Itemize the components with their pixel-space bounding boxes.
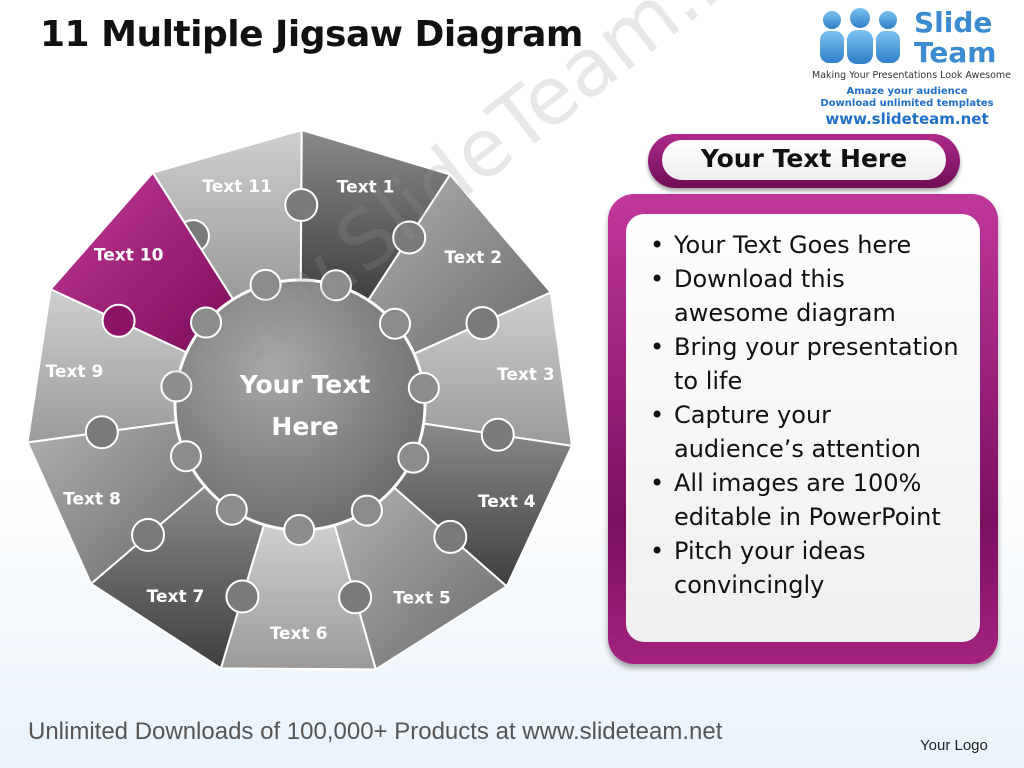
center-knob xyxy=(319,269,352,302)
people-logo-icon xyxy=(820,8,900,64)
jigsaw-knob-7 xyxy=(225,579,260,614)
piece-label-6: Text 6 xyxy=(270,624,328,644)
jigsaw-knob-3 xyxy=(465,306,500,341)
bullet-item: All images are 100% editable in PowerPoi… xyxy=(650,466,966,534)
piece-label-5: Text 5 xyxy=(393,589,451,609)
piece-label-3: Text 3 xyxy=(497,365,555,385)
jigsaw-knob-10 xyxy=(101,303,136,338)
jigsaw-knob-5 xyxy=(433,519,468,554)
jigsaw-knob-9 xyxy=(84,415,119,450)
logo-line-download: Download unlimited templates xyxy=(820,98,994,109)
center-text-line2: Here xyxy=(271,412,338,441)
logo-brand-team: Team xyxy=(914,36,997,69)
center-knob xyxy=(397,441,430,474)
slideteam-logo: Slide Team Making Your Presentations Loo… xyxy=(812,6,1018,130)
piece-label-2: Text 2 xyxy=(444,248,502,268)
slide-title: 11 Multiple Jigsaw Diagram xyxy=(40,14,583,55)
center-knob xyxy=(378,307,411,340)
center-knob xyxy=(160,370,193,403)
piece-label-4: Text 4 xyxy=(478,492,536,512)
bullet-item: Your Text Goes here xyxy=(650,228,966,262)
text-panel: Your Text Goes here Download this awesom… xyxy=(608,194,998,664)
your-logo-placeholder: Your Logo xyxy=(920,737,988,754)
piece-label-11: Text 11 xyxy=(202,177,272,197)
piece-label-9: Text 9 xyxy=(46,362,104,382)
center-knob xyxy=(249,268,282,301)
jigsaw-knob-2 xyxy=(392,220,427,255)
piece-labels: Text 11 Text 1 Text 2 Text 3 Text 4 Text 5 Tex… xyxy=(46,177,555,644)
bullet-item: Bring your presentation to life xyxy=(650,330,966,398)
bullet-item: Download this awesome diagram xyxy=(650,262,966,330)
bullet-item: Capture your audience’s attention xyxy=(650,398,966,466)
jigsaw-knob-8 xyxy=(131,518,166,553)
panel-title: Your Text Here xyxy=(700,144,908,173)
piece-label-8: Text 8 xyxy=(63,489,121,509)
footer-text: Unlimited Downloads of 100,000+ Products… xyxy=(28,718,723,745)
bullet-list: Your Text Goes here Download this awesom… xyxy=(650,228,966,602)
piece-label-1: Text 1 xyxy=(337,178,395,198)
text-panel-content: Your Text Goes here Download this awesom… xyxy=(626,214,980,642)
jigsaw-diagram: Text 11 Text 1 Text 2 Text 3 Text 4 Text 5 Tex… xyxy=(26,128,574,671)
panel-title-bar: Your Text Here xyxy=(648,134,960,188)
center-knob xyxy=(190,306,223,339)
center-knob xyxy=(169,440,202,473)
jigsaw-knob-4 xyxy=(480,417,515,452)
jigsaw-knob-1 xyxy=(284,188,319,223)
logo-brand-slide: Slide xyxy=(914,6,993,39)
center-piece xyxy=(160,268,440,546)
logo-tagline: Making Your Presentations Look Awesome xyxy=(812,70,1012,81)
center-knob xyxy=(283,513,316,546)
jigsaw-knob-6 xyxy=(338,580,373,615)
bullet-item: Pitch your ideas convincingly xyxy=(650,534,966,602)
piece-label-7: Text 7 xyxy=(147,587,205,607)
logo-url[interactable]: www.slideteam.net xyxy=(825,110,989,128)
center-knob xyxy=(407,371,440,404)
piece-label-10: Text 10 xyxy=(94,246,164,266)
center-knob xyxy=(350,494,383,527)
center-knob xyxy=(215,493,248,526)
logo-line-amaze: Amaze your audience xyxy=(846,86,968,97)
center-text-line1: Your Text xyxy=(239,370,371,399)
